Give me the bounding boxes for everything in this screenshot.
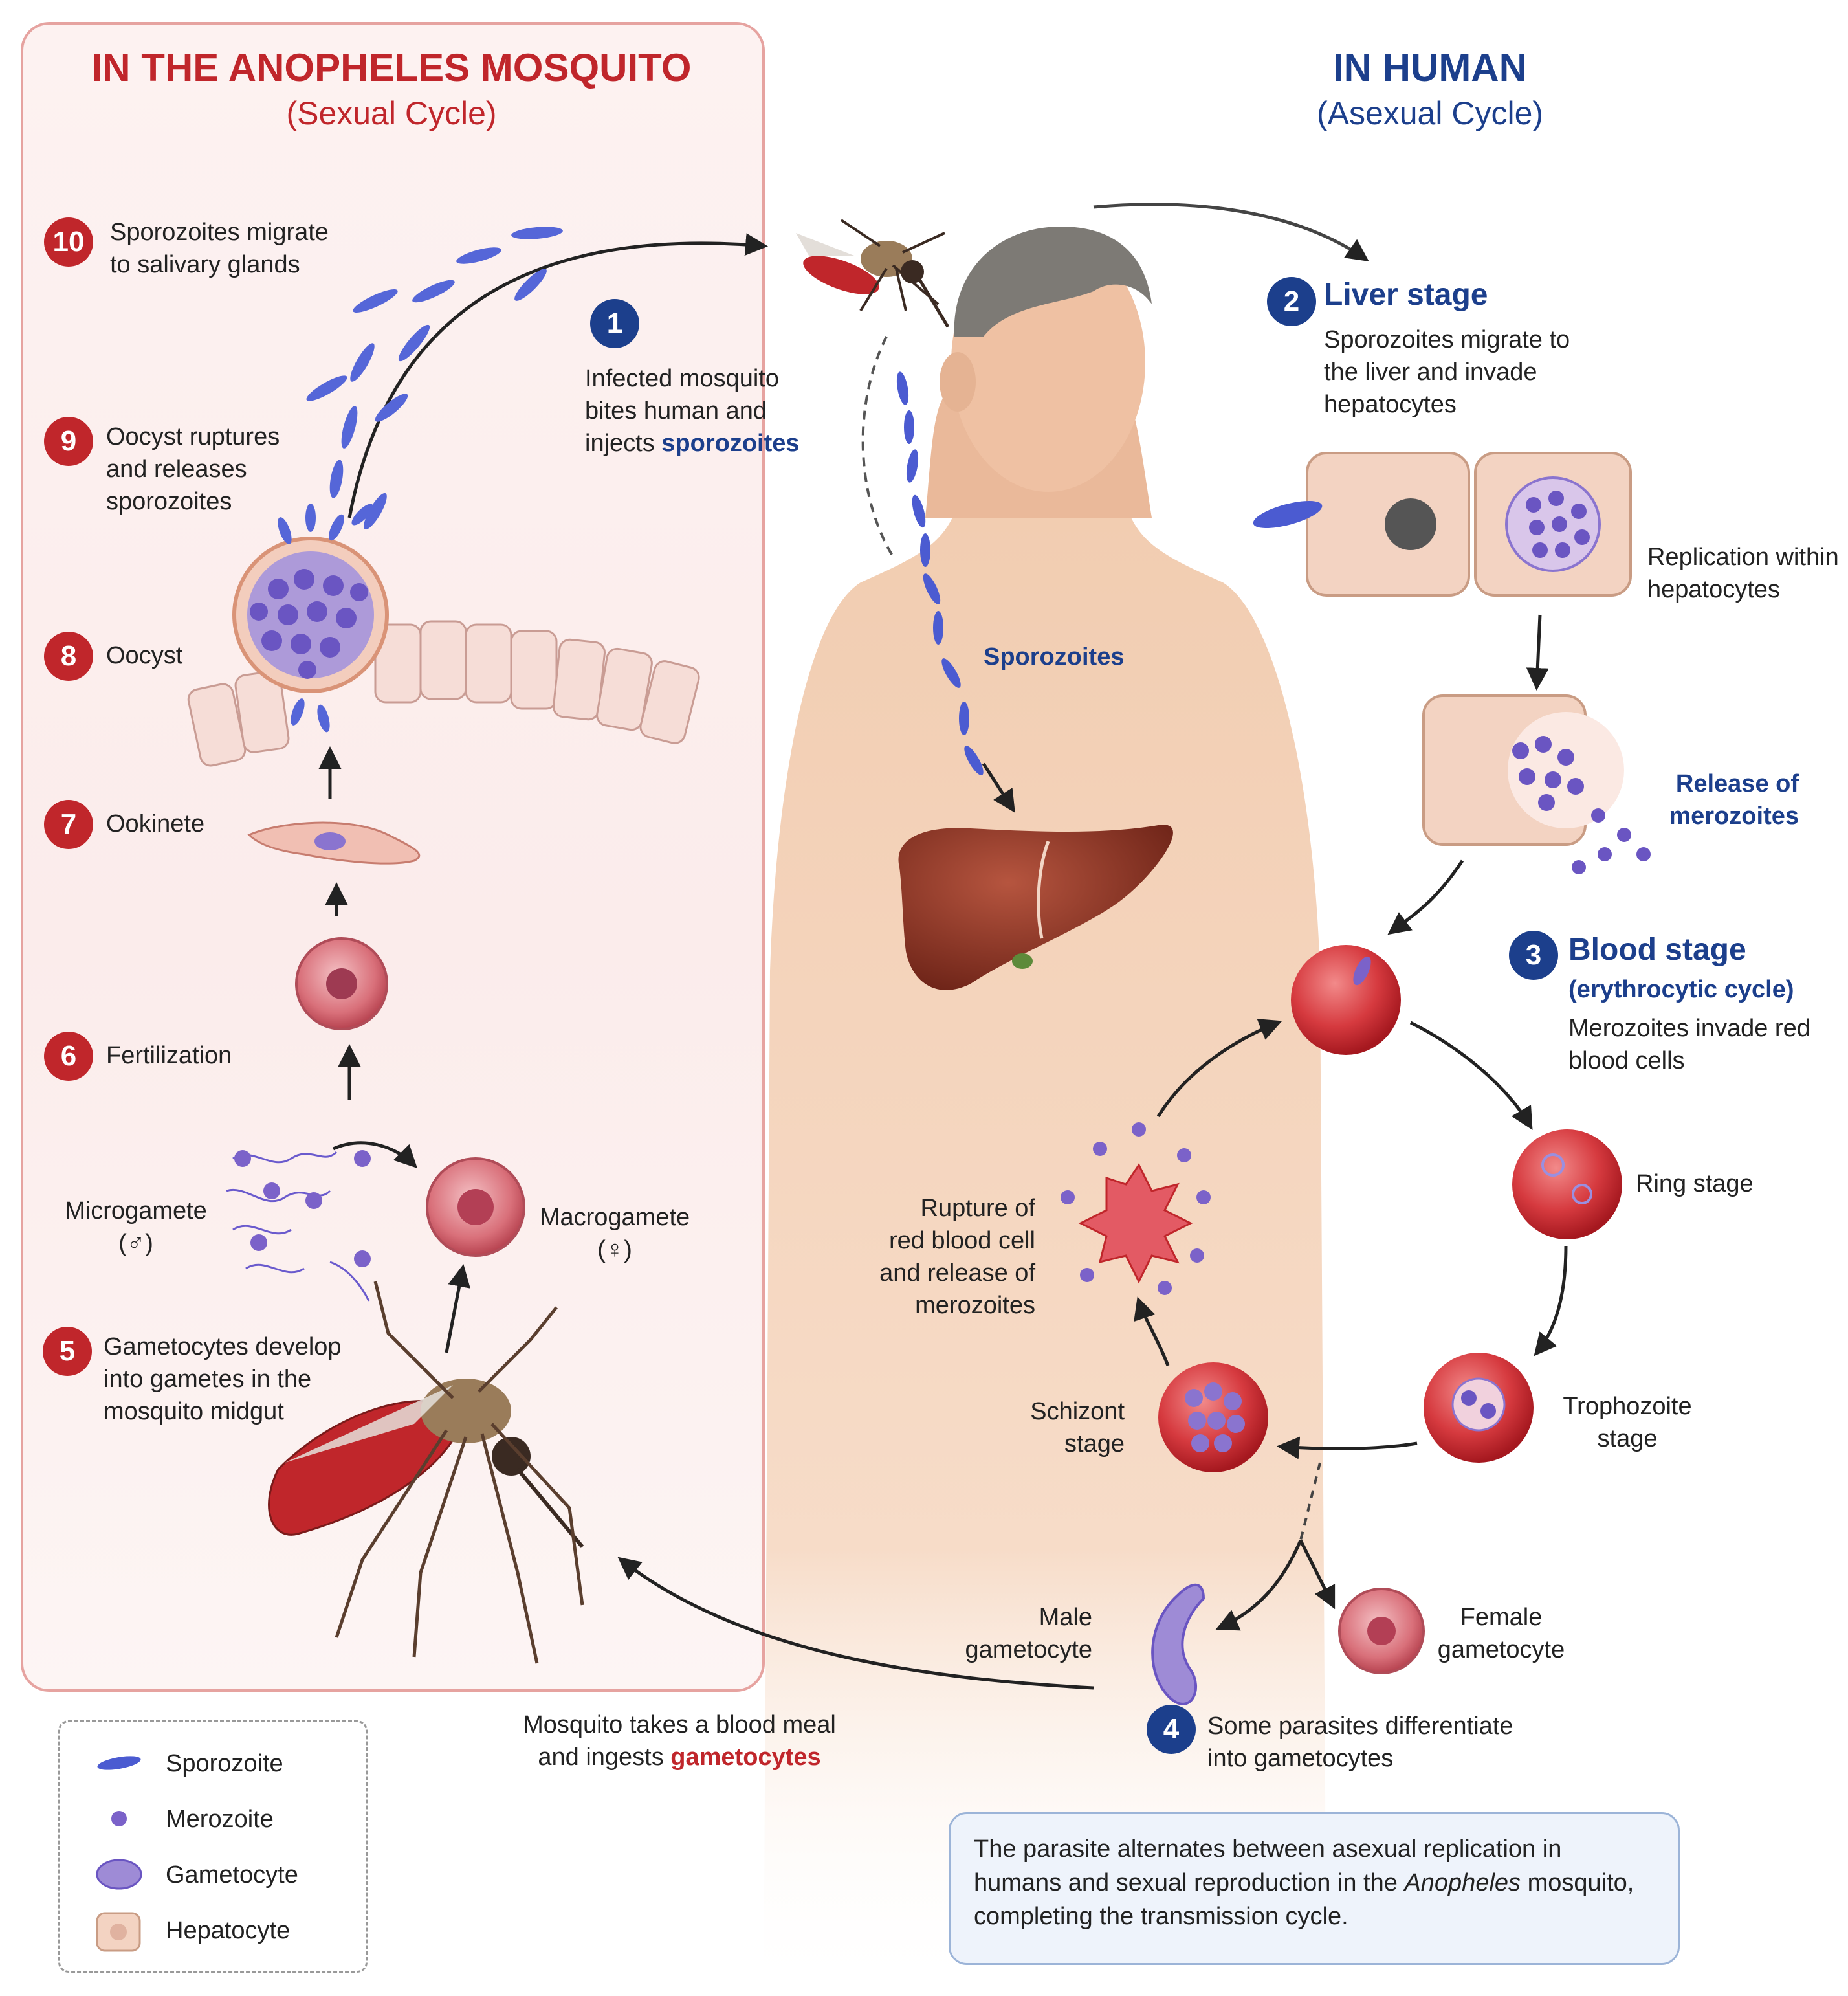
blood-stage-cycle: [1061, 945, 1622, 1472]
salivary-sporozoites: [306, 227, 563, 530]
female-gametocyte-cell: [1338, 1588, 1425, 1674]
step-10-label: Sporozoites migrate to salivary glands: [110, 219, 329, 278]
step-3-subtitle: (erythrocytic cycle): [1568, 976, 1794, 1003]
schizont-label: Schizont stage: [1030, 1398, 1125, 1458]
step-5-badge: 5: [43, 1327, 92, 1376]
step-2-title: Liver stage: [1324, 278, 1488, 312]
blood-meal-highlight: gametocytes: [670, 1744, 821, 1771]
step-1-highlight: sporozoites: [661, 430, 800, 457]
legend-hepatocyte: Hepatocyte: [166, 1917, 291, 1944]
trophozoite-label: Trophozoite stage: [1563, 1393, 1692, 1452]
step-7-label: Ookinete: [106, 810, 205, 837]
replication-label: Replication within hepatocytes: [1647, 544, 1839, 603]
legend-icons: [96, 1756, 142, 1952]
note-italic: Anopheles: [1404, 1869, 1521, 1896]
step-4-label: Some parasites differentiate into gameto…: [1207, 1713, 1513, 1772]
step-8-badge: 8: [44, 632, 93, 681]
step-3-label: Merozoites invade red blood cells: [1568, 1015, 1810, 1074]
summary-note: The parasite alternates between asexual …: [949, 1812, 1680, 1965]
step-6-badge: 6: [44, 1032, 93, 1081]
sporozoite-trail: [896, 371, 984, 775]
rupture-label: Rupture of red blood cell and release of…: [879, 1195, 1035, 1319]
male-gametocyte-label: Male gametocyte: [965, 1604, 1092, 1663]
step-1-badge: 1: [590, 299, 639, 348]
step-9-label: Oocyst ruptures and releases sporozoites: [106, 423, 280, 515]
step-6-label: Fertilization: [106, 1042, 232, 1069]
blood-meal-text: Mosquito takes a blood meal and ingests: [523, 1711, 836, 1771]
biting-mosquito: [796, 219, 950, 328]
legend: [58, 1720, 368, 1973]
liver-organ: [898, 825, 1173, 990]
release-merozoites-label: Release of merozoites: [1669, 770, 1799, 830]
hepatocytes: [1253, 452, 1632, 597]
step-2-badge: 2: [1267, 277, 1316, 326]
step-5-label: Gametocytes develop into gametes in the …: [104, 1333, 342, 1425]
ring-stage-label: Ring stage: [1636, 1170, 1754, 1197]
ookinete: [247, 821, 421, 865]
microgamete-label: Microgamete (♂): [65, 1197, 207, 1257]
step-1-label: Infected mosquito bites human and inject…: [585, 362, 831, 460]
step-4-badge: 4: [1147, 1705, 1196, 1754]
step-3-badge: 3: [1509, 931, 1558, 980]
legend-gametocyte: Gametocyte: [166, 1861, 298, 1889]
sporozoites-label: Sporozoites: [984, 643, 1125, 671]
mosquito-cycle-subtitle: (Sexual Cycle): [286, 95, 497, 131]
female-gametocyte-label: Female gametocyte: [1437, 1604, 1565, 1663]
oocyst: [232, 504, 389, 733]
mosquito-cycle-title: IN THE ANOPHELES MOSQUITO: [91, 46, 692, 89]
ruptured-hepatocyte: [1422, 694, 1651, 874]
step-8-label: Oocyst: [106, 642, 183, 669]
note-text-start: The parasite alternates between asexual …: [974, 1835, 1562, 1896]
macrogamete: [426, 1157, 525, 1257]
human-cycle-title: IN HUMAN: [1333, 46, 1527, 89]
zygote: [295, 937, 388, 1030]
step-7-badge: 7: [44, 800, 93, 849]
human-cycle-subtitle: (Asexual Cycle): [1316, 95, 1544, 131]
step-1-text: Infected mosquito bites human and inject…: [585, 365, 779, 457]
midgut-epithelium: [187, 620, 700, 767]
blood-meal-label: Mosquito takes a blood meal and ingests …: [492, 1709, 867, 1773]
legend-merozoite: Merozoite: [166, 1806, 274, 1833]
step-2-label: Sporozoites migrate to the liver and inv…: [1324, 326, 1570, 418]
microgametes: [226, 1151, 370, 1302]
note-text-end: mosquito, completing the transmission cy…: [974, 1869, 1634, 1930]
step-3-title: Blood stage: [1568, 933, 1746, 967]
macrogamete-label: Macrogamete (♀): [539, 1204, 690, 1263]
legend-sporozoite: Sporozoite: [166, 1750, 283, 1777]
step-10-badge: 10: [44, 217, 93, 267]
male-gametocyte-cell: [1151, 1583, 1205, 1705]
blood-feeding-mosquito: [268, 1281, 584, 1664]
step-9-badge: 9: [44, 417, 93, 466]
